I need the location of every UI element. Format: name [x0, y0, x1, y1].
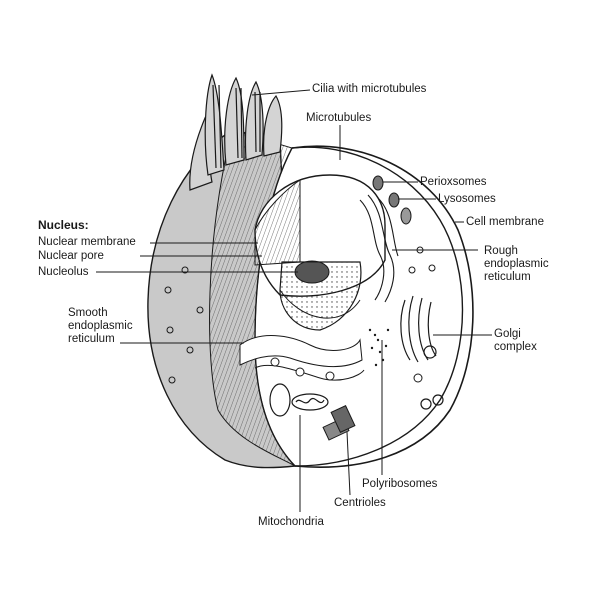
perioxsome-shape: [372, 175, 384, 191]
label-cell-membrane: Cell membrane: [466, 216, 544, 228]
label-lysosomes: Lysosomes: [438, 193, 496, 205]
label-nucleus-heading: Nucleus:: [38, 218, 89, 232]
label-smooth-er-line-3: reticulum: [68, 333, 115, 345]
nucleus: [254, 174, 386, 331]
label-polyribosomes: Polyribosomes: [362, 478, 438, 490]
cilia: [189, 73, 283, 191]
label-rough-er: Rough endoplasmic reticulum: [484, 245, 584, 284]
nucleolus-shape: [294, 260, 330, 284]
mitochondria-shapes: [269, 383, 329, 417]
label-golgi-line-2: complex: [494, 341, 537, 353]
label-mitochondria: Mitochondria: [258, 516, 324, 528]
leader-lines: [96, 89, 492, 512]
smooth-er: [239, 335, 365, 381]
label-nuclear-membrane: Nuclear membrane: [38, 236, 136, 248]
lysosome-shape: [388, 192, 400, 208]
polyribosomes: [368, 328, 390, 367]
label-golgi: Golgi complex: [494, 328, 574, 354]
centriole-shape: [322, 404, 356, 441]
label-nucleolus: Nucleolus: [38, 266, 89, 278]
label-perioxsomes: Perioxsomes: [420, 176, 487, 188]
rough-er: [359, 194, 399, 303]
label-smooth-er-line-2: endoplasmic: [68, 320, 133, 332]
label-smooth-er: Smooth endoplasmic reticulum: [68, 307, 168, 346]
label-nuclear-pore: Nuclear pore: [38, 250, 104, 262]
label-rough-er-line-2: endoplasmic: [484, 258, 549, 270]
cell-membrane-outline: [291, 145, 474, 468]
label-rough-er-line-3: reticulum: [484, 271, 531, 283]
label-rough-er-line-1: Rough: [484, 245, 518, 257]
label-centrioles: Centrioles: [334, 497, 386, 509]
label-smooth-er-line-1: Smooth: [68, 307, 108, 319]
golgi-complex: [400, 295, 444, 410]
label-microtubules: Microtubules: [306, 112, 372, 124]
label-golgi-line-1: Golgi: [494, 328, 521, 340]
label-cilia: Cilia with microtubules: [312, 83, 427, 95]
